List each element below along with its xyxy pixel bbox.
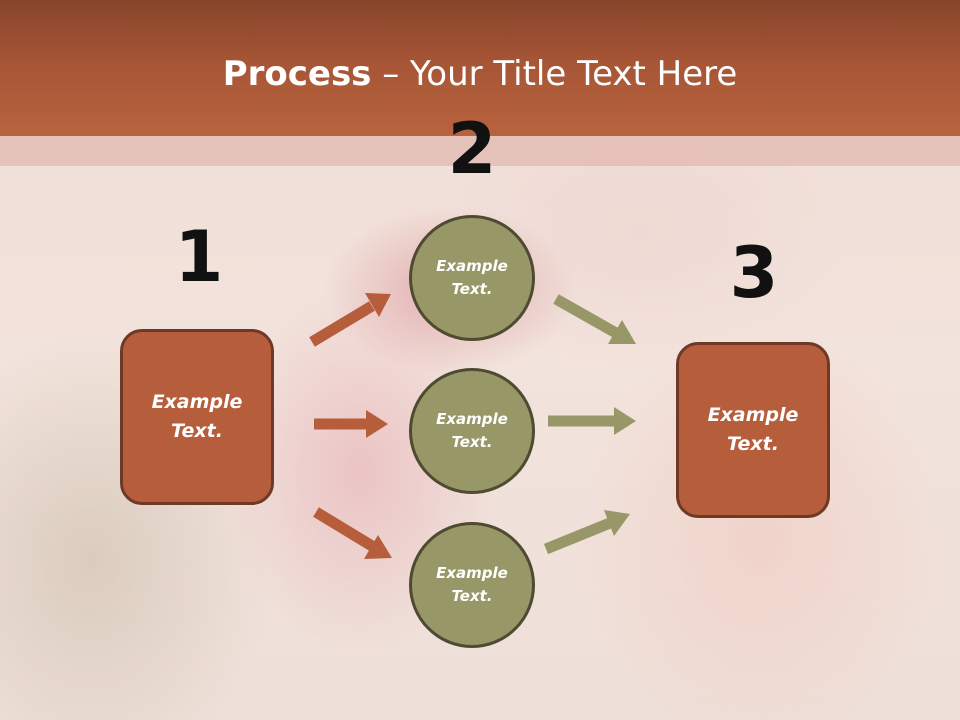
step-2-circle-bottom-label: Example Text. — [436, 564, 508, 605]
title-bar — [0, 0, 960, 136]
step-1-box[interactable]: Example Text. — [120, 329, 274, 505]
step-2-circle-middle-label: Example Text. — [436, 410, 508, 451]
step-3-box[interactable]: Example Text. — [676, 342, 830, 518]
arrow-circle-middle-to-box3 — [548, 407, 636, 435]
arrow-box1-to-circle-top — [309, 293, 391, 347]
title-bold: Process — [222, 54, 372, 94]
step-2-circle-bottom[interactable]: Example Text. — [409, 522, 535, 648]
step-1-label: Example Text. — [151, 391, 243, 442]
arrow-box1-to-circle-bottom — [313, 507, 392, 559]
step-2-circle-top[interactable]: Example Text. — [409, 215, 535, 341]
arrow-box1-to-circle-middle — [314, 410, 388, 438]
title-strip — [0, 136, 960, 166]
arrow-circle-top-to-box3 — [553, 294, 636, 344]
title-rest: – Your Title Text Here — [371, 54, 738, 94]
step-number-2: 2 — [447, 108, 497, 190]
step-2-circle-top-label: Example Text. — [436, 257, 508, 298]
step-number-3: 3 — [729, 232, 779, 314]
arrow-circle-bottom-to-box3 — [543, 510, 630, 555]
step-3-label: Example Text. — [707, 404, 799, 455]
step-2-circle-middle[interactable]: Example Text. — [409, 368, 535, 494]
slide-title[interactable]: Process – Your Title Text Here — [0, 52, 960, 96]
step-number-1: 1 — [174, 216, 224, 298]
